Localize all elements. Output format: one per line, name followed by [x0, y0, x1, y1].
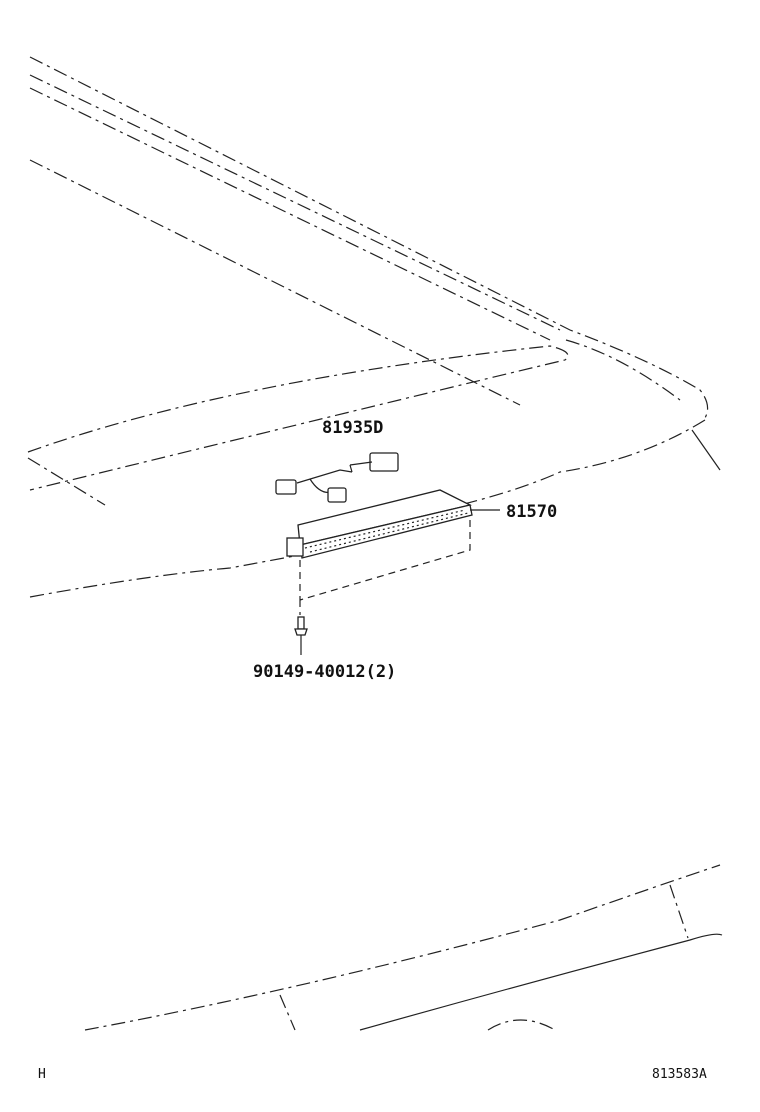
screw-icon: [294, 616, 308, 655]
footer-code: 813583A: [652, 1067, 707, 1082]
label-stop-lamp: 81570: [506, 502, 557, 522]
stop-lamp-assembly: [286, 489, 500, 615]
trunk-lines: [84, 864, 723, 1031]
label-screw: 90149-40012(2): [253, 662, 396, 682]
wire-harness: [275, 452, 399, 503]
body-outline-lines: [27, 56, 721, 598]
label-harness: 81935D: [322, 418, 383, 438]
footer-left-mark: H: [38, 1067, 46, 1082]
